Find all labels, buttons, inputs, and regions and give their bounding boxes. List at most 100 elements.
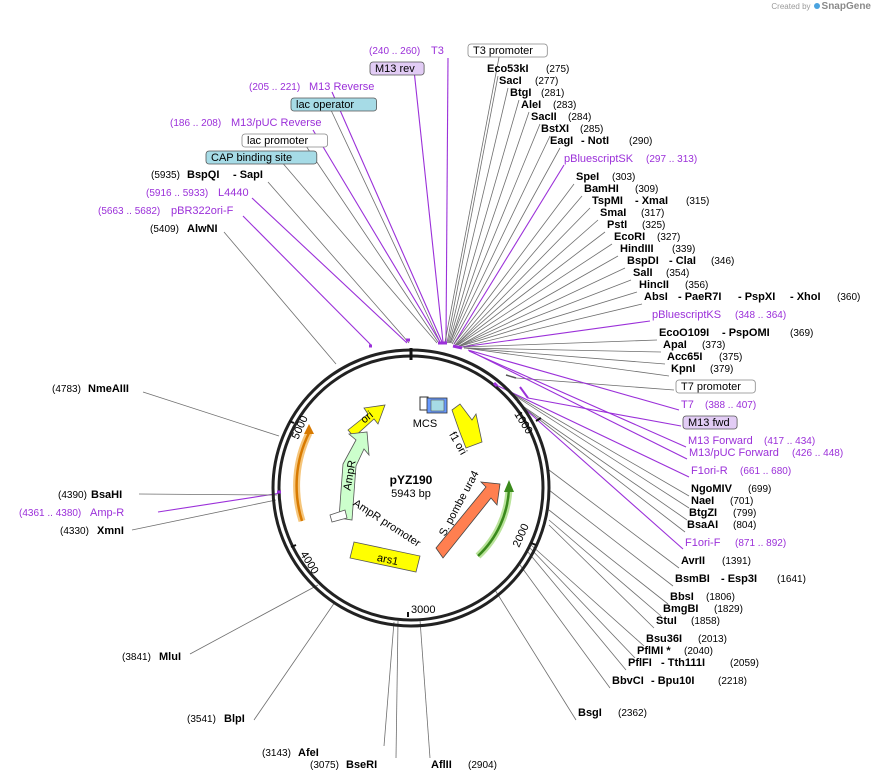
feature-ampr-arrow	[338, 431, 370, 521]
connector-line-44	[516, 401, 688, 521]
ngomiv-label: NgoMIV	[691, 483, 733, 495]
smai-label: SmaI	[600, 207, 626, 219]
hincii-label: HincII	[639, 279, 669, 291]
connector-line-50	[548, 519, 662, 617]
connector-line-47	[548, 469, 680, 569]
bspqi-label: BspQI	[187, 169, 219, 181]
hindiii-pos-label: (339)	[672, 244, 695, 255]
connector-line-39	[468, 350, 687, 448]
mark-f1ori	[492, 381, 499, 388]
connector-line-63	[157, 492, 282, 513]
t3promoter-box	[467, 43, 548, 58]
pflfi-label: PflFI	[628, 657, 652, 669]
saci-label: SacI	[499, 75, 522, 87]
lacoperator-label: lac operator	[296, 99, 354, 111]
m13forward-label: M13 Forward	[688, 435, 753, 447]
m13pucrev-rng-label: (186 .. 208)	[170, 118, 221, 129]
pflmi-label: PflMI *	[637, 645, 671, 657]
m13pucfwd-rng-label: (426 .. 448)	[792, 448, 843, 459]
bseri-pos-label: (3075)	[310, 760, 339, 771]
avrii-pos-label: (1391)	[722, 556, 751, 567]
eco53ki-pos-label: (275)	[546, 64, 569, 75]
alwni-label: AlwNI	[187, 223, 218, 235]
pspxi-label: - PspXI	[738, 291, 775, 303]
t3-label: T3	[431, 45, 444, 57]
m13rev-box	[369, 61, 425, 76]
bsu36i-pos-label: (2013)	[698, 634, 727, 645]
feature-ars1-block	[349, 541, 421, 573]
connector-line-65	[142, 391, 280, 437]
t7-label: T7	[681, 399, 694, 411]
connector-line-58	[395, 620, 399, 759]
stui-label: StuI	[656, 615, 677, 627]
connector-line-20	[453, 183, 575, 345]
connector-line-56	[494, 589, 577, 721]
feature-green-arc	[477, 487, 511, 557]
btgi-pos-label: (281)	[541, 88, 564, 99]
bbvci-pos-label: (2218)	[718, 676, 747, 687]
bspdi-pos-label: (346)	[711, 256, 734, 267]
saci-pos-label: (277)	[535, 76, 558, 87]
connector-line-11	[223, 231, 337, 365]
connector-line-1	[444, 51, 501, 343]
bsahi-label: BsaHI	[91, 489, 122, 501]
paer7i-label: - PaeR7I	[678, 291, 721, 303]
connector-line-41	[495, 384, 690, 478]
ars1-label: ars1	[376, 552, 399, 568]
connector-line-28	[459, 279, 632, 347]
connector-line-53	[529, 547, 636, 659]
mlui-pos-label: (3841)	[122, 652, 151, 663]
bmgbi-pos-label: (1829)	[714, 604, 743, 615]
m13pucrev-label: M13/pUC Reverse	[231, 117, 321, 129]
smai-pos-label: (317)	[641, 208, 664, 219]
feature-ampr-promoter-block	[329, 509, 348, 523]
xmai-label: - XmaI	[635, 195, 668, 207]
t7promoter-box	[675, 379, 756, 394]
snapgene-name: SnapGene	[821, 1, 871, 12]
bbsi-label: BbsI	[670, 591, 694, 603]
mlui-label: MluI	[159, 651, 181, 663]
afei-label: AfeI	[298, 747, 319, 759]
blpi-label: BlpI	[224, 713, 245, 725]
pflmi-pos-label: (2040)	[684, 646, 713, 657]
feature-lac-operator-block	[430, 399, 445, 412]
feature-f1ori-arrow	[451, 403, 483, 449]
connector-line-31	[461, 320, 651, 348]
bmgbi-label: BmgBI	[663, 603, 698, 615]
connector-line-55	[519, 564, 611, 689]
lacpromoter-label: lac promoter	[247, 135, 308, 147]
connector-line-6	[303, 142, 439, 343]
aflii-pos-label: (2904)	[468, 760, 497, 771]
btgzi-pos-label: (799)	[733, 508, 756, 519]
connector-line-49	[548, 509, 669, 605]
connector-line-35	[464, 347, 670, 377]
ecori-label: EcoRI	[614, 231, 645, 243]
connector-line-32	[462, 339, 658, 348]
connector-line-4	[329, 107, 441, 343]
connector-line-22	[455, 207, 591, 346]
connector-line-54	[527, 551, 627, 671]
pbssk-rng-label: (297 .. 313)	[646, 154, 697, 165]
connector-line-10	[242, 215, 372, 346]
connector-line-60	[253, 601, 336, 721]
naei-pos-label: (701)	[730, 496, 753, 507]
alei-label: AleI	[521, 99, 541, 111]
t7-rng-label: (388 .. 407)	[705, 400, 756, 411]
bstxi-label: BstXI	[541, 123, 569, 135]
psti-pos-label: (325)	[642, 220, 665, 231]
connector-line-14	[448, 99, 520, 344]
sapi-label: - SapI	[233, 169, 263, 181]
mark-t7	[452, 344, 463, 350]
mcs-label: MCS	[413, 418, 437, 430]
connector-line-43	[505, 389, 690, 509]
alei-pos-label: (283)	[553, 100, 576, 111]
connector-line-29	[460, 291, 638, 347]
mark-m13fwd	[519, 386, 529, 399]
nmeaiii-label: NmeAIII	[88, 383, 129, 395]
connector-line-57	[419, 619, 431, 759]
xmni-label: XmnI	[97, 525, 124, 537]
connector-line-40	[469, 350, 688, 460]
eagi-pos-label: (290)	[629, 136, 652, 147]
